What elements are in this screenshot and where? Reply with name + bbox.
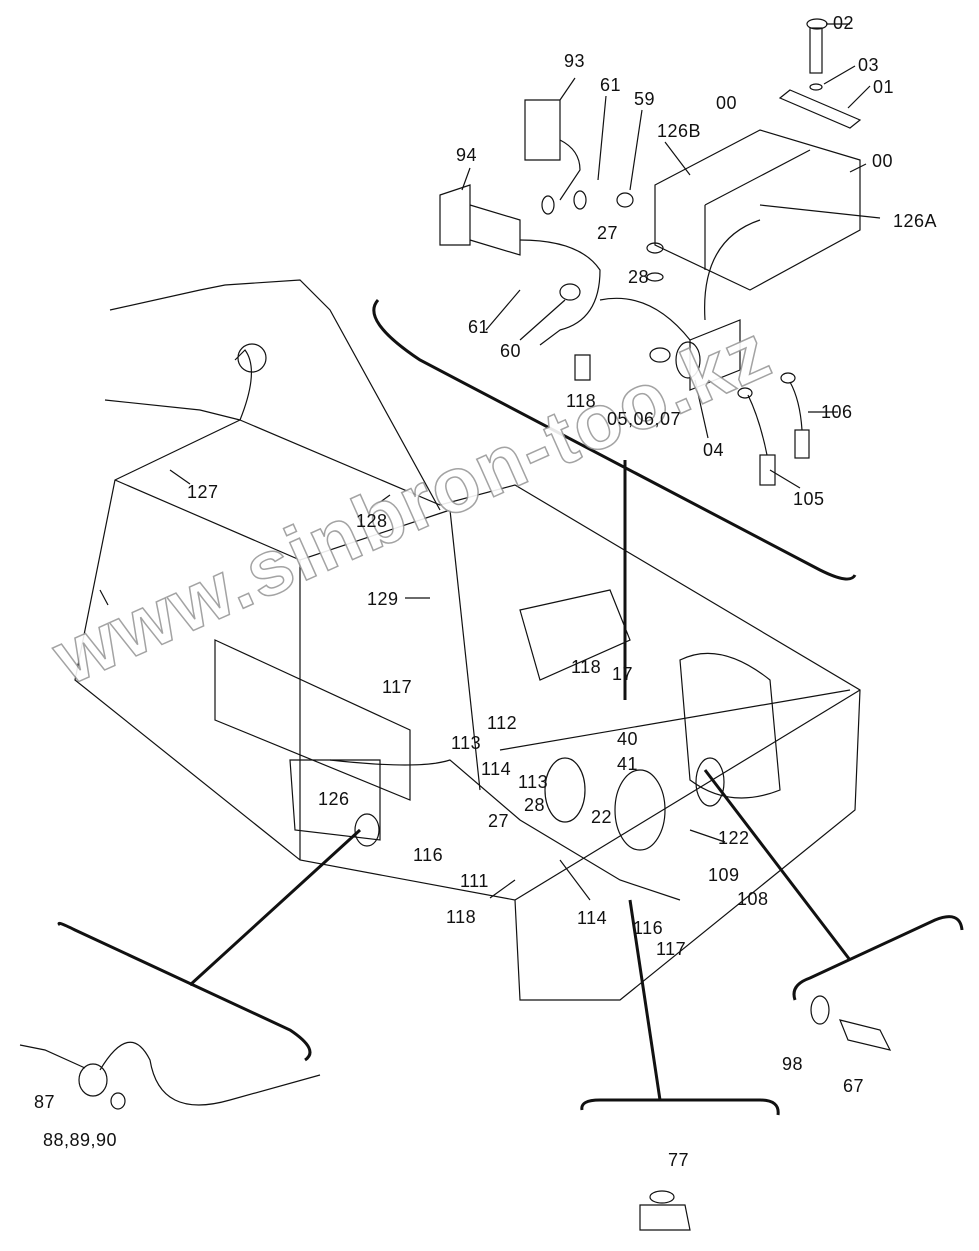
part-label: 02: [833, 13, 855, 33]
part-label: 114: [481, 759, 512, 779]
part-label: 27: [488, 811, 510, 831]
part-label: 127: [187, 482, 219, 502]
part-label: 00: [716, 93, 738, 113]
part-label: 116: [413, 845, 444, 865]
part-label: 118: [566, 391, 597, 411]
part-label: 61: [468, 317, 490, 337]
part-label: 98: [782, 1054, 804, 1074]
part-label: 04: [703, 440, 725, 460]
part-label: 41: [617, 754, 639, 774]
callout-arc-left: [57, 921, 312, 1062]
part-label: 17: [612, 664, 634, 684]
part-label: 108: [737, 889, 769, 909]
machine-body-outline: [74, 419, 861, 1001]
part-label: 126B: [657, 121, 702, 141]
part-label: 00: [872, 151, 894, 171]
part-label: 67: [843, 1076, 865, 1096]
part-label: 105: [793, 489, 825, 509]
part-label: 93: [564, 51, 586, 71]
part-label: 113: [451, 733, 482, 753]
part-label: 118: [571, 657, 602, 677]
part-label: 126: [318, 789, 350, 809]
part-label: 28: [628, 267, 650, 287]
part-label: 128: [356, 511, 388, 531]
part-label: 03: [858, 55, 880, 75]
battery: [654, 129, 861, 291]
part-label: 126A: [893, 211, 938, 231]
part-label: 28: [524, 795, 546, 815]
part-label: 112: [487, 713, 518, 733]
part-label: 122: [718, 828, 750, 848]
part-label: 05,06,07: [607, 409, 682, 429]
part-label: 109: [708, 865, 740, 885]
part-label: 40: [617, 729, 639, 749]
part-label: 22: [591, 807, 613, 827]
part-label: 114: [577, 908, 608, 928]
part-label: 106: [821, 402, 853, 422]
part-label: 59: [634, 89, 656, 109]
callout-arc-bottom: [580, 1098, 780, 1116]
callout-arc-right: [792, 915, 964, 1001]
part-label: 87: [34, 1092, 56, 1112]
part-label: 111: [460, 871, 489, 891]
part-label: 61: [600, 75, 622, 95]
part-label: 117: [382, 677, 413, 697]
part-label: 01: [873, 77, 895, 97]
callout-arc-battery: [372, 298, 857, 581]
part-label: 60: [500, 341, 522, 361]
part-label: 118: [446, 907, 477, 927]
part-label: 27: [597, 223, 619, 243]
part-label: 88,89,90: [43, 1130, 118, 1150]
part-label: 77: [668, 1150, 690, 1170]
part-label: 116: [633, 918, 664, 938]
part-label: 94: [456, 145, 478, 165]
part-label: 117: [656, 939, 687, 959]
part-label: 113: [518, 772, 549, 792]
part-label: 129: [367, 589, 399, 609]
